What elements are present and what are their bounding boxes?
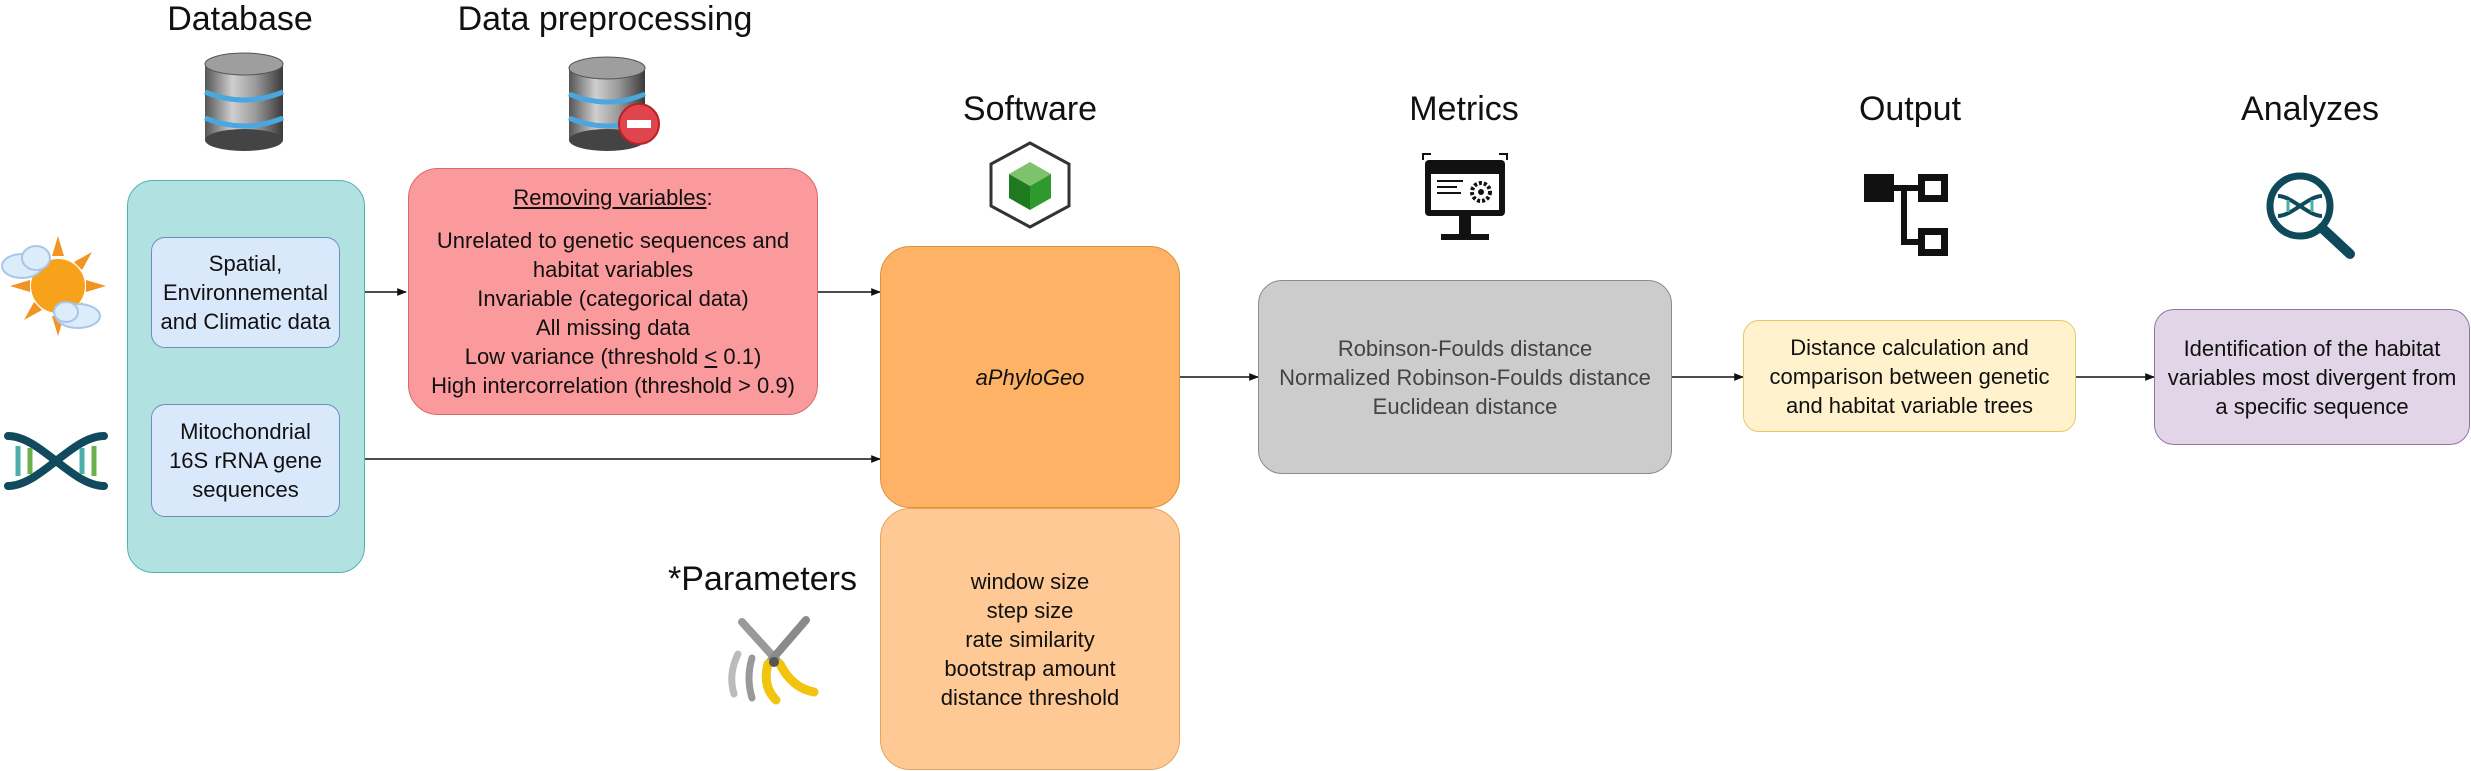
- parameter-bootstrap-amount: bootstrap amount: [944, 655, 1116, 681]
- mitochondrial-data-box: Mitochondrial 16S rRNA gene sequences: [151, 404, 340, 517]
- preprocessing-title: Data preprocessing: [457, 0, 753, 38]
- software-title: Software: [962, 90, 1098, 128]
- preprocessing-line-2: habitat variables: [532, 257, 694, 282]
- mito-line-1: Mitochondrial: [180, 419, 311, 444]
- pliers-tools-icon: [728, 616, 819, 705]
- parameter-step-size: step size: [986, 597, 1074, 623]
- mito-line-2: 16S rRNA gene: [169, 448, 322, 473]
- output-line-3: and habitat variable trees: [1785, 392, 2034, 418]
- dna-icon: [4, 432, 108, 490]
- analyzes-line-2: variables most divergent from: [2167, 364, 2457, 390]
- output-box: Distance calculation and comparison betw…: [1743, 320, 2076, 432]
- software-name: aPhyloGeo: [975, 364, 1085, 390]
- analyzes-box: Identification of the habitat variables …: [2154, 309, 2470, 445]
- software-box: aPhyloGeo: [880, 246, 1180, 508]
- metric-robinson-foulds: Robinson-Foulds distance: [1337, 335, 1593, 361]
- metric-normalized-robinson-foulds: Normalized Robinson-Foulds distance: [1279, 364, 1651, 390]
- dna-magnifier-icon: [2266, 172, 2355, 259]
- output-line-2: comparison between genetic: [1769, 363, 2050, 389]
- sun-cloud-icon: [1, 236, 106, 336]
- database-remove-icon: [568, 56, 660, 151]
- metrics-title: Metrics: [1409, 90, 1519, 128]
- mito-line-3: sequences: [192, 477, 299, 502]
- analyzes-line-3: a specific sequence: [2215, 393, 2409, 419]
- high-intercorrelation-line: High intercorrelation (threshold > 0.9): [431, 373, 795, 398]
- spatial-data-box: Spatial, Environnemental and Climatic da…: [151, 237, 340, 348]
- analyzes-title: Analyzes: [2241, 90, 2379, 128]
- output-title: Output: [1858, 90, 1962, 128]
- removing-variables-heading: Removing variables:: [513, 185, 713, 210]
- output-line-1: Distance calculation and: [1790, 334, 2029, 360]
- preprocessing-line-4: All missing data: [535, 315, 691, 340]
- spatial-line-3: and Climatic data: [160, 309, 331, 334]
- metrics-box: Robinson-Foulds distance Normalized Robi…: [1258, 280, 1672, 474]
- green-cube-icon: [989, 141, 1071, 229]
- spatial-line-1: Spatial,: [208, 251, 283, 276]
- preprocessing-line-3: Invariable (categorical data): [477, 286, 749, 311]
- database-icon: [204, 52, 284, 151]
- computer-settings-icon: [1422, 153, 1508, 240]
- analyzes-line-1: Identification of the habitat: [2183, 335, 2441, 361]
- parameters-title: *Parameters: [668, 560, 857, 598]
- low-variance-line: Low variance (threshold < 0.1): [464, 344, 762, 369]
- parameter-rate-similarity: rate similarity: [965, 626, 1095, 652]
- spatial-line-2: Environnemental: [162, 280, 329, 305]
- preprocessing-line-1: Unrelated to genetic sequences and: [436, 228, 790, 253]
- metric-euclidean: Euclidean distance: [1372, 393, 1558, 419]
- preprocessing-box: Removing variables: Unrelated to genetic…: [408, 168, 818, 415]
- parameter-distance-threshold: distance threshold: [940, 684, 1120, 710]
- database-title: Database: [167, 0, 313, 38]
- parameters-box: window size step size rate similarity bo…: [880, 508, 1180, 770]
- tree-structure-icon: [1864, 174, 1948, 256]
- parameter-window-size: window size: [970, 568, 1090, 594]
